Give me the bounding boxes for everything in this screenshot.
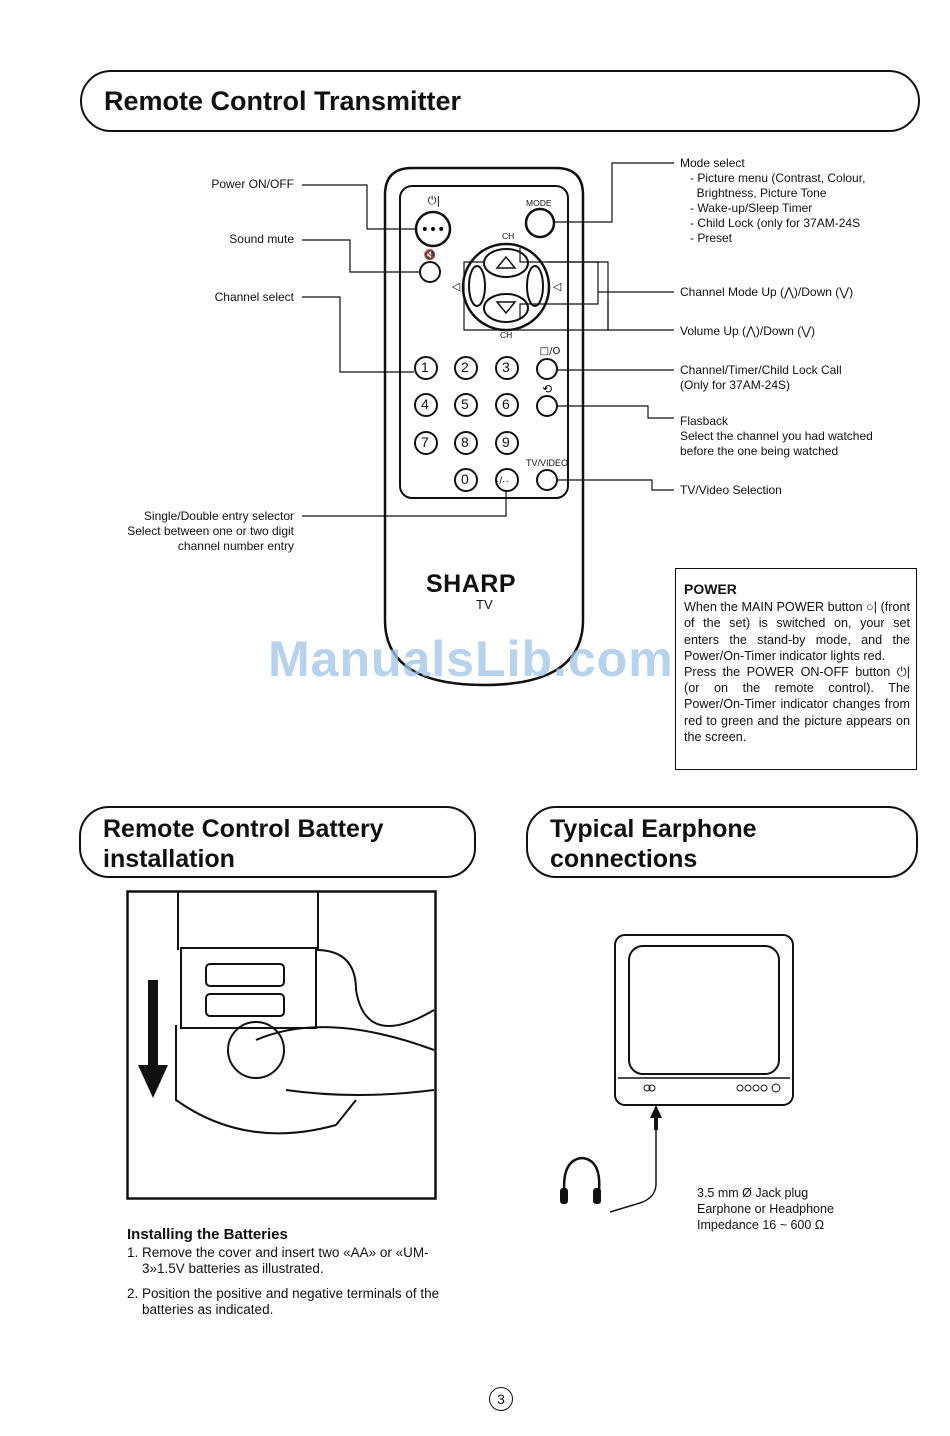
remote-body xyxy=(383,166,585,687)
digit-2: 2 xyxy=(461,359,469,375)
remote-brand: SHARP xyxy=(426,570,517,598)
callout-flashback: Flasback Select the channel you had watc… xyxy=(680,414,873,458)
svg-text:◁: ◁ xyxy=(452,280,461,293)
earphone-line-1: 3.5 mm Ø Jack plug xyxy=(697,1186,809,1200)
single-double-glyph: ·/·· xyxy=(496,476,509,487)
callout-channel-select: Channel select xyxy=(214,290,294,304)
headphones-icon xyxy=(562,1156,601,1201)
earphone-illustration xyxy=(560,934,794,1213)
battery-illustration xyxy=(126,890,437,1200)
power-button xyxy=(414,210,452,248)
callout-power-onoff: Power ON/OFF xyxy=(211,177,294,191)
ch-up-button xyxy=(483,248,529,278)
callout-tv-video: TV/Video Selection xyxy=(680,483,782,497)
mode-button xyxy=(524,207,556,239)
remote-model: TV xyxy=(476,597,493,612)
svg-text:🔇: 🔇 xyxy=(424,248,436,261)
battery-banner-line1: Remote Control Battery xyxy=(103,815,384,843)
svg-text:□/O: □/O xyxy=(540,346,561,357)
battery-heading: Installing the Batteries xyxy=(127,1226,288,1243)
remote-button-panel xyxy=(399,185,569,499)
digit-4: 4 xyxy=(421,396,429,412)
earphone-banner: Typical Earphone connections xyxy=(526,806,918,878)
ch-bottom-label: CH xyxy=(500,330,513,340)
callout-channel-mode: Channel Mode Up (⋀)/Down (⋁) xyxy=(680,285,854,299)
banner-title: Remote Control Transmitter xyxy=(104,86,462,116)
remote-control-illustration: ••• ⏻| 🔇 ◁ ◁ □/O ⟲ xyxy=(302,162,674,687)
battery-step-2: Position the positive and negative termi… xyxy=(142,1286,447,1318)
callout-mode-select: Mode select - Picture menu (Contrast, Co… xyxy=(680,156,866,245)
svg-text:◁: ◁ xyxy=(553,280,562,293)
power-heading: POWER xyxy=(684,581,737,597)
digit-0: 0 xyxy=(461,471,469,487)
digit-7: 7 xyxy=(421,434,429,450)
power-info-box: POWER When the MAIN POWER button ○| (fro… xyxy=(675,568,917,770)
earphone-banner-line2: connections xyxy=(550,845,698,873)
page-number-text: 3 xyxy=(497,1391,505,1407)
callout-lines xyxy=(302,162,674,517)
callout-single-double: Single/Double entry selector Select betw… xyxy=(127,509,294,553)
digit-3: 3 xyxy=(502,359,510,375)
page-number: 3 xyxy=(489,1387,513,1411)
callout-sound-mute: Sound mute xyxy=(229,232,294,246)
svg-text:•••: ••• xyxy=(421,222,446,238)
battery-banner: Remote Control Battery installation xyxy=(79,806,476,878)
svg-text:⏻|: ⏻| xyxy=(428,194,440,207)
digit-6: 6 xyxy=(502,396,510,412)
vol-up-button xyxy=(526,265,544,307)
power-para-2: Press the POWER ON-OFF button ⏻| (or on … xyxy=(684,665,910,744)
vol-down-button xyxy=(468,265,486,307)
battery-step-1: Remove the cover and insert two «AA» or … xyxy=(142,1245,447,1277)
earphone-banner-line1: Typical Earphone xyxy=(550,815,757,843)
number-buttons xyxy=(414,356,519,492)
battery-banner-line2: installation xyxy=(103,845,235,873)
ch-timer-lock-button xyxy=(536,358,558,380)
digit-5: 5 xyxy=(461,396,469,412)
digit-8: 8 xyxy=(461,434,469,450)
power-para-1: When the MAIN POWER button ○| (front of … xyxy=(684,600,910,663)
watermark: ManualsLib.com xyxy=(268,631,674,687)
mode-label: MODE xyxy=(526,198,552,208)
ch-top-label: CH xyxy=(502,231,515,241)
digit-9: 9 xyxy=(502,434,510,450)
tv-set xyxy=(614,934,794,1106)
digit-1: 1 xyxy=(421,359,429,375)
callout-ch-timer-lock: Channel/Timer/Child Lock Call (Only for … xyxy=(680,363,842,392)
callout-volume: Volume Up (⋀)/Down (⋁) xyxy=(680,324,816,338)
battery-instructions: Installing the Batteries Remove the cove… xyxy=(127,1226,447,1327)
ch-down-button xyxy=(483,293,529,323)
remote-transmitter-banner: Remote Control Transmitter xyxy=(80,70,920,132)
tvvideo-label: TV/VIDEO xyxy=(526,458,569,468)
down-arrow-icon xyxy=(138,980,168,1098)
earphone-line-3: Impedance 16 ~ 600 Ω xyxy=(697,1218,825,1232)
svg-text:⟲: ⟲ xyxy=(542,382,552,396)
earphone-line-2: Earphone or Headphone xyxy=(697,1202,834,1216)
